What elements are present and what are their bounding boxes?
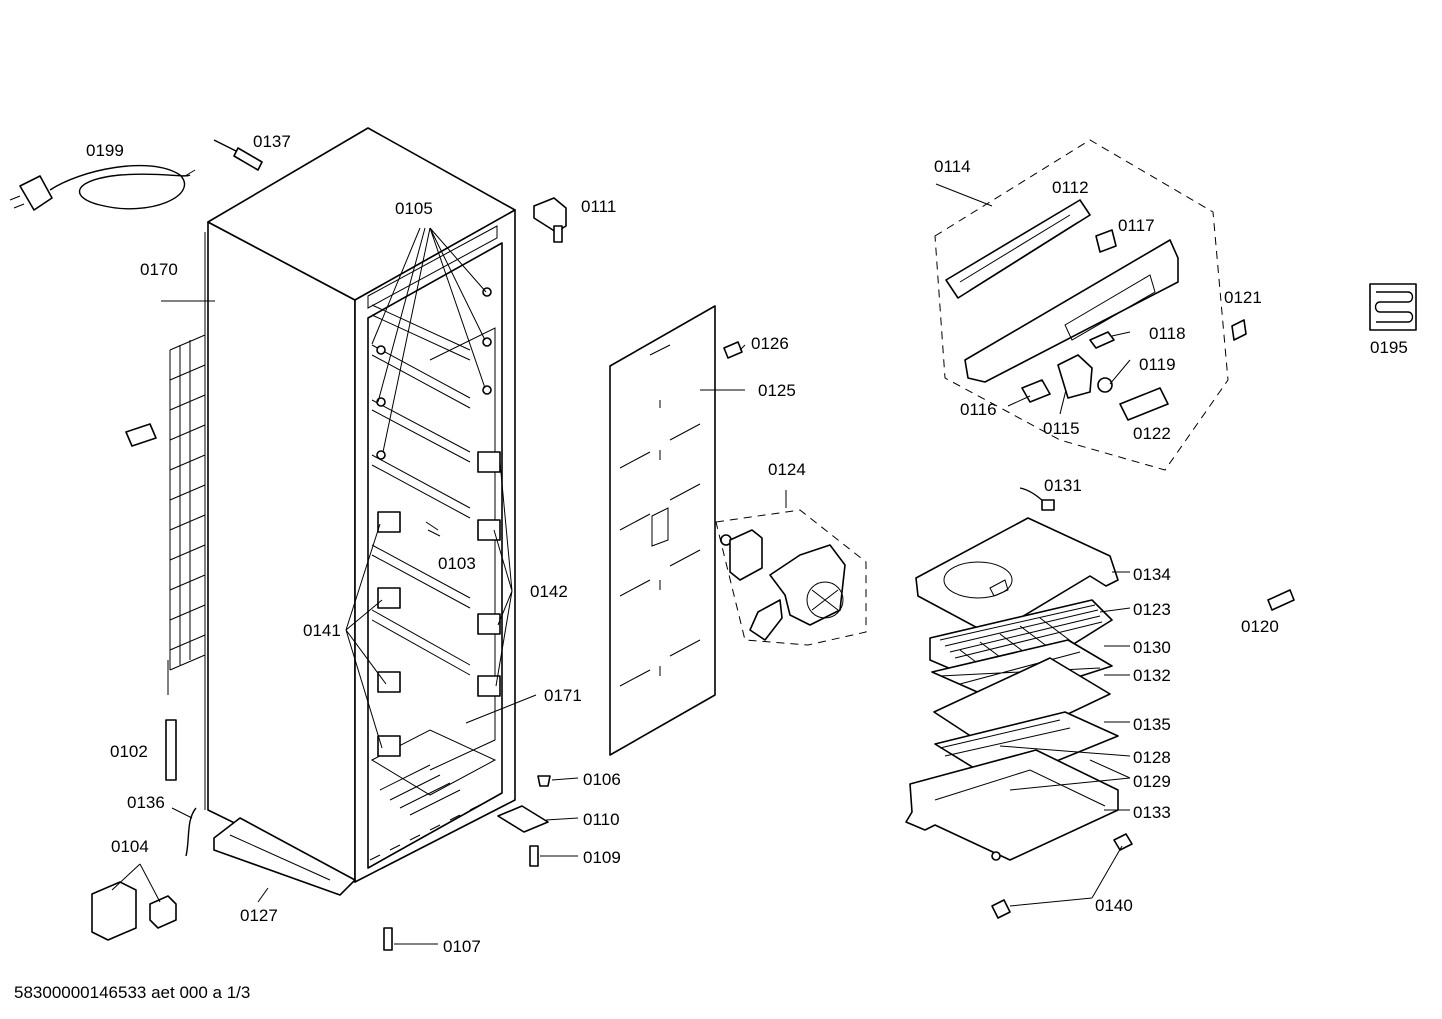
label-0141: 0141 [303,621,341,640]
foot-part-0107 [383,927,393,951]
screw-part-0126 [723,341,743,359]
label-0128: 0128 [1133,748,1171,767]
label-0140: 0140 [1095,896,1133,915]
label-0129: 0129 [1133,772,1171,791]
fan-assembly-part [715,509,867,646]
label-0130: 0130 [1133,638,1171,657]
label-0137: 0137 [253,132,291,151]
filter-dryer-part-0102 [165,719,177,781]
label-0136: 0136 [127,793,165,812]
evaporator-stack-part [905,487,1119,861]
label-0195: 0195 [1370,338,1408,357]
part-labels: 0199 0137 0105 0111 0170 0114 0112 0117 … [86,132,1408,956]
relay-box-part-0104 [91,881,177,941]
label-0103: 0103 [438,554,476,573]
label-0111: 0111 [581,197,616,216]
label-0118: 0118 [1149,324,1186,343]
screw-part-0140 [991,833,1133,919]
label-0115: 0115 [1043,419,1080,438]
label-0170: 0170 [140,260,178,279]
label-0127: 0127 [240,906,278,925]
label-0142: 0142 [530,582,568,601]
leader-lines [111,183,1131,945]
base-tray-part [213,817,356,896]
label-0104: 0104 [111,837,149,856]
cabinet-housing-part [125,127,516,883]
label-0106: 0106 [583,770,621,789]
label-0124: 0124 [768,460,806,479]
clip-part-0121 [1231,319,1247,341]
label-0131: 0131 [1044,476,1082,495]
foot-part-0109 [529,845,539,867]
label-0125: 0125 [758,381,796,400]
coil-heater-icon [1369,283,1417,331]
label-0102: 0102 [110,742,148,761]
label-0117: 0117 [1118,216,1155,235]
label-0110: 0110 [583,810,620,829]
label-0133: 0133 [1133,803,1171,822]
label-0107: 0107 [443,937,481,956]
label-0199: 0199 [86,141,124,160]
drawing-reference-footer: 58300000146533 aet 000 a 1/3 [14,983,250,1002]
control-panel-assembly [934,139,1229,471]
label-0119: 0119 [1139,355,1176,374]
label-0171: 0171 [544,686,582,705]
screw-part-0106 [537,775,551,787]
label-0114: 0114 [934,157,971,176]
label-0135: 0135 [1133,715,1171,734]
hinge-plate-part-0110 [497,805,549,833]
label-0132: 0132 [1133,666,1171,685]
label-0109: 0109 [583,848,621,867]
door-panel-part [609,305,716,756]
label-0112: 0112 [1052,178,1089,197]
label-0105: 0105 [395,199,433,218]
label-0123: 0123 [1133,600,1171,619]
sensor-probe-part [213,139,263,171]
clip-part-0120 [1267,589,1295,611]
label-0126: 0126 [751,334,789,353]
hinge-part [533,197,567,243]
power-cord-part [9,164,196,211]
label-0121: 0121 [1224,288,1262,307]
hose-part-0136 [185,807,197,857]
label-0116: 0116 [960,400,997,419]
label-0122: 0122 [1133,424,1171,443]
label-0134: 0134 [1133,565,1171,584]
label-0120: 0120 [1241,617,1279,636]
